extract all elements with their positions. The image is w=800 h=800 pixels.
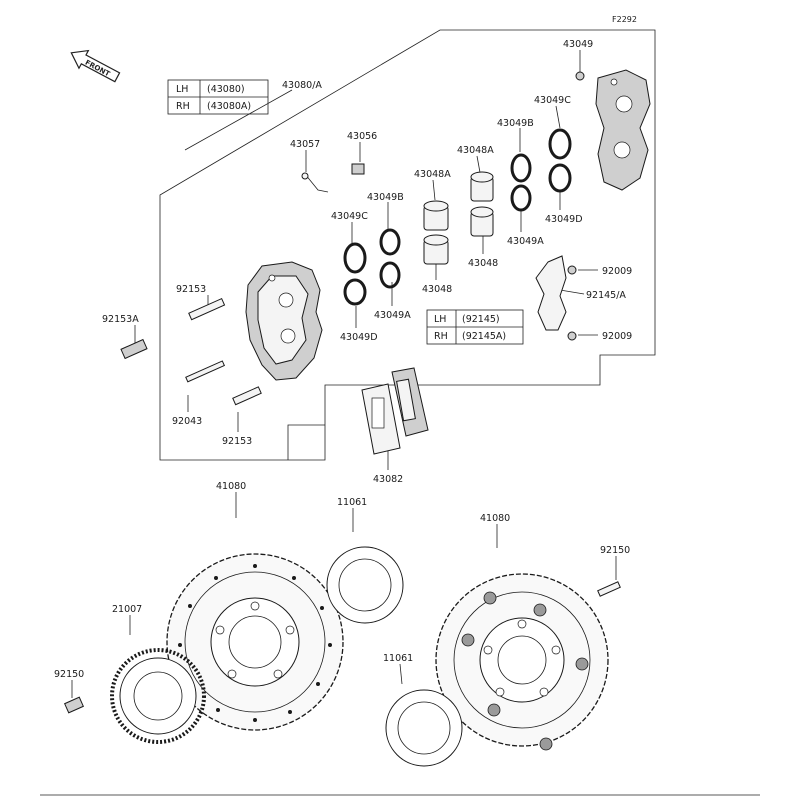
label-92153a: 92153A <box>102 314 139 325</box>
label-41080-left: 41080 <box>216 481 246 492</box>
caliper-table-lh-part: (43080) <box>207 84 245 95</box>
disc-bolts <box>63 581 621 714</box>
bleed-valve-hardware <box>301 71 585 193</box>
label-92009-bottom: 92009 <box>602 331 632 342</box>
label-43049d-left: 43049D <box>340 332 378 343</box>
caliper-table-rh: RH <box>176 101 190 112</box>
caliper-table-lh: LH <box>176 84 188 95</box>
label-41080-right: 41080 <box>480 513 510 524</box>
label-21007: 21007 <box>112 604 142 615</box>
label-92153-bottom: 92153 <box>222 436 252 447</box>
label-92009-top: 92009 <box>602 266 632 277</box>
label-92150-left: 92150 <box>54 669 84 680</box>
label-43056: 43056 <box>347 131 377 142</box>
caliper-assembly-boundary <box>159 29 656 461</box>
label-43082: 43082 <box>373 474 403 485</box>
label-43049b-right: 43049B <box>497 118 534 129</box>
bracket-table-rh-part: (92145A) <box>462 331 506 342</box>
figure-code: F2292 <box>612 15 637 24</box>
bracket-table-rh: RH <box>434 331 448 342</box>
disc-spacer-bottom <box>385 689 463 767</box>
part-labels: 43080/A 43049 43049C 43049B 43048A 43057… <box>54 39 632 680</box>
disc-spacer-top <box>326 546 404 624</box>
label-43049c-right: 43049C <box>534 95 571 106</box>
label-43048a-left: 43048A <box>414 169 451 180</box>
label-11061-top: 11061 <box>337 497 367 508</box>
piston-seals <box>343 128 572 306</box>
label-43048a-right: 43048A <box>457 145 494 156</box>
label-92145: 92145/A <box>586 290 626 301</box>
leader-lines <box>71 50 617 698</box>
label-11061-bottom: 11061 <box>383 653 413 664</box>
abs-sensor-ring <box>110 648 206 744</box>
label-92153-top: 92153 <box>176 284 206 295</box>
caliper-table-rh-part: (43080A) <box>207 101 251 112</box>
label-92150-right: 92150 <box>600 545 630 556</box>
label-43049a-right: 43049A <box>507 236 544 247</box>
caliper-bracket <box>535 255 577 341</box>
bracket-table: LH (92145) RH (92145A) <box>426 309 524 345</box>
label-43080: 43080/A <box>282 80 322 91</box>
label-43049-top: 43049 <box>563 39 593 50</box>
brake-disc-right <box>435 573 609 751</box>
label-43049d-right: 43049D <box>545 214 583 225</box>
label-43057: 43057 <box>290 139 320 150</box>
brake-pads <box>361 367 429 455</box>
label-43049b-left: 43049B <box>367 192 404 203</box>
label-43048-left: 43048 <box>422 284 452 295</box>
bracket-table-lh-part: (92145) <box>462 314 500 325</box>
label-92043: 92043 <box>172 416 202 427</box>
brake-caliper-right-half <box>595 69 651 191</box>
front-arrow-icon: FRONT <box>70 49 121 83</box>
brake-caliper-left <box>245 261 323 381</box>
label-43049c-left: 43049C <box>331 211 368 222</box>
label-43049a-left: 43049A <box>374 310 411 321</box>
caliper-bolts <box>120 297 262 406</box>
label-43048-right: 43048 <box>468 258 498 269</box>
bracket-table-lh: LH <box>434 314 446 325</box>
pistons <box>423 171 494 265</box>
caliper-table: LH (43080) RH (43080A) <box>167 79 269 115</box>
brake-disc-left <box>166 553 344 731</box>
